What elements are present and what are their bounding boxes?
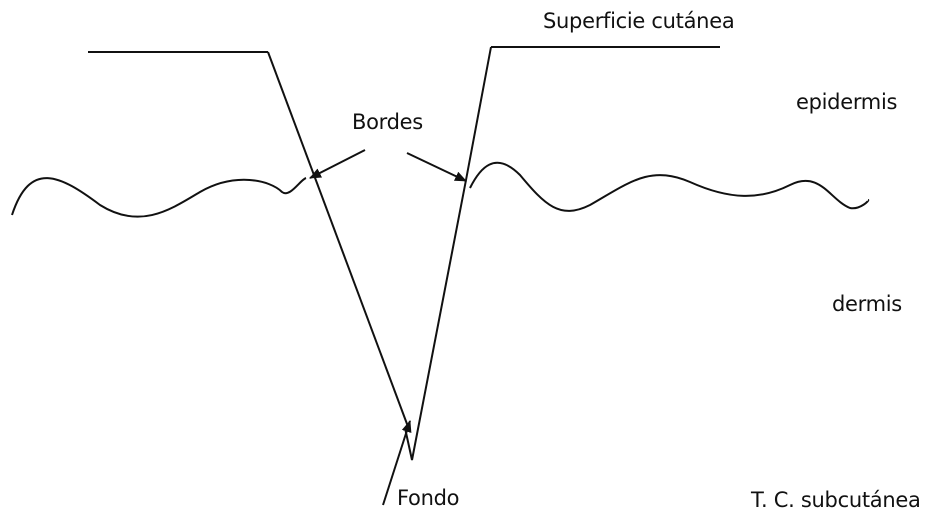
edge-arrow-right [406,152,467,182]
dermo-epidermal-junction-left [11,177,307,218]
subcutaneous-tissue-label: T. C. subcutánea [751,488,921,512]
skin-surface-label: Superficie cutánea [543,9,735,33]
ulcer-wall-right [404,46,492,461]
ulcer-wall-left [267,51,411,433]
dermo-epidermal-junction-right [469,162,870,212]
dermis-label: dermis [832,292,902,316]
bottom-label: Fondo [397,486,460,510]
bottom-arrow [382,420,412,506]
edges-label: Bordes [352,110,423,134]
epidermis-label: epidermis [796,90,898,114]
edge-arrow-left [309,149,366,179]
